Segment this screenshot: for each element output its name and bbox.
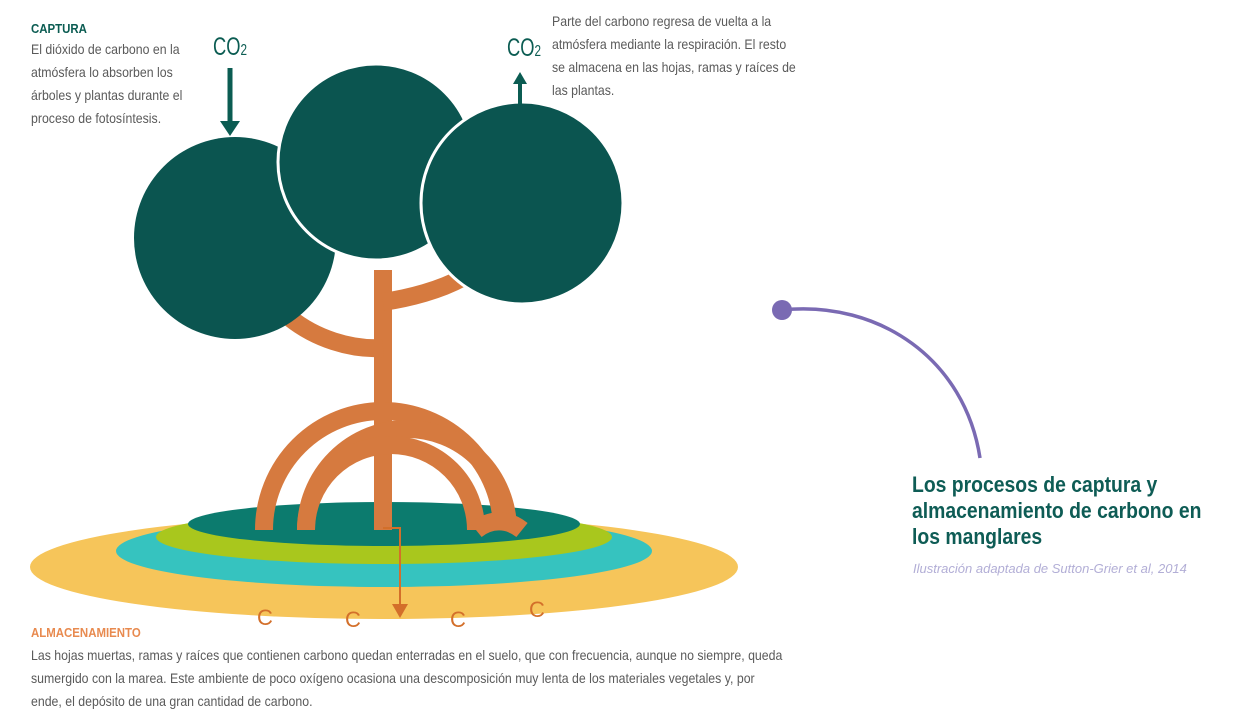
co2-absorption-arrow <box>220 68 240 136</box>
connector-dot <box>772 300 792 320</box>
almacenamiento-description: Las hojas muertas, ramas y raíces que co… <box>31 647 783 709</box>
captura-description: El dióxido de carbono en la atmósfera lo… <box>31 41 183 126</box>
co2-label-left: CO2 <box>213 33 247 61</box>
captura-heading: CAPTURA <box>31 21 87 36</box>
soil-carbon-letter: C <box>450 607 466 632</box>
right-prop-root <box>470 512 528 538</box>
soil-carbon-letter: C <box>257 605 273 630</box>
inner-prop-root <box>297 436 485 531</box>
respiration-description: Parte del carbono regresa de vuelta a la… <box>552 13 796 98</box>
almacenamiento-heading: ALMACENAMIENTO <box>31 625 141 640</box>
co2-label-right: CO2 <box>507 34 541 62</box>
co2-release-arrow <box>513 72 527 104</box>
diagram-title: Los procesos de captura y almacenamiento… <box>912 472 1202 549</box>
soil-carbon-letter: C <box>345 607 361 632</box>
canopy-right <box>419 100 625 306</box>
carbon-sink-arrow <box>383 527 408 618</box>
right-branch <box>381 270 467 311</box>
illustration-credit: Ilustración adaptada de Sutton-Grier et … <box>913 561 1187 576</box>
connector-line <box>781 307 982 459</box>
left-branch <box>284 310 384 358</box>
soil-carbon-letter: C <box>529 597 545 622</box>
